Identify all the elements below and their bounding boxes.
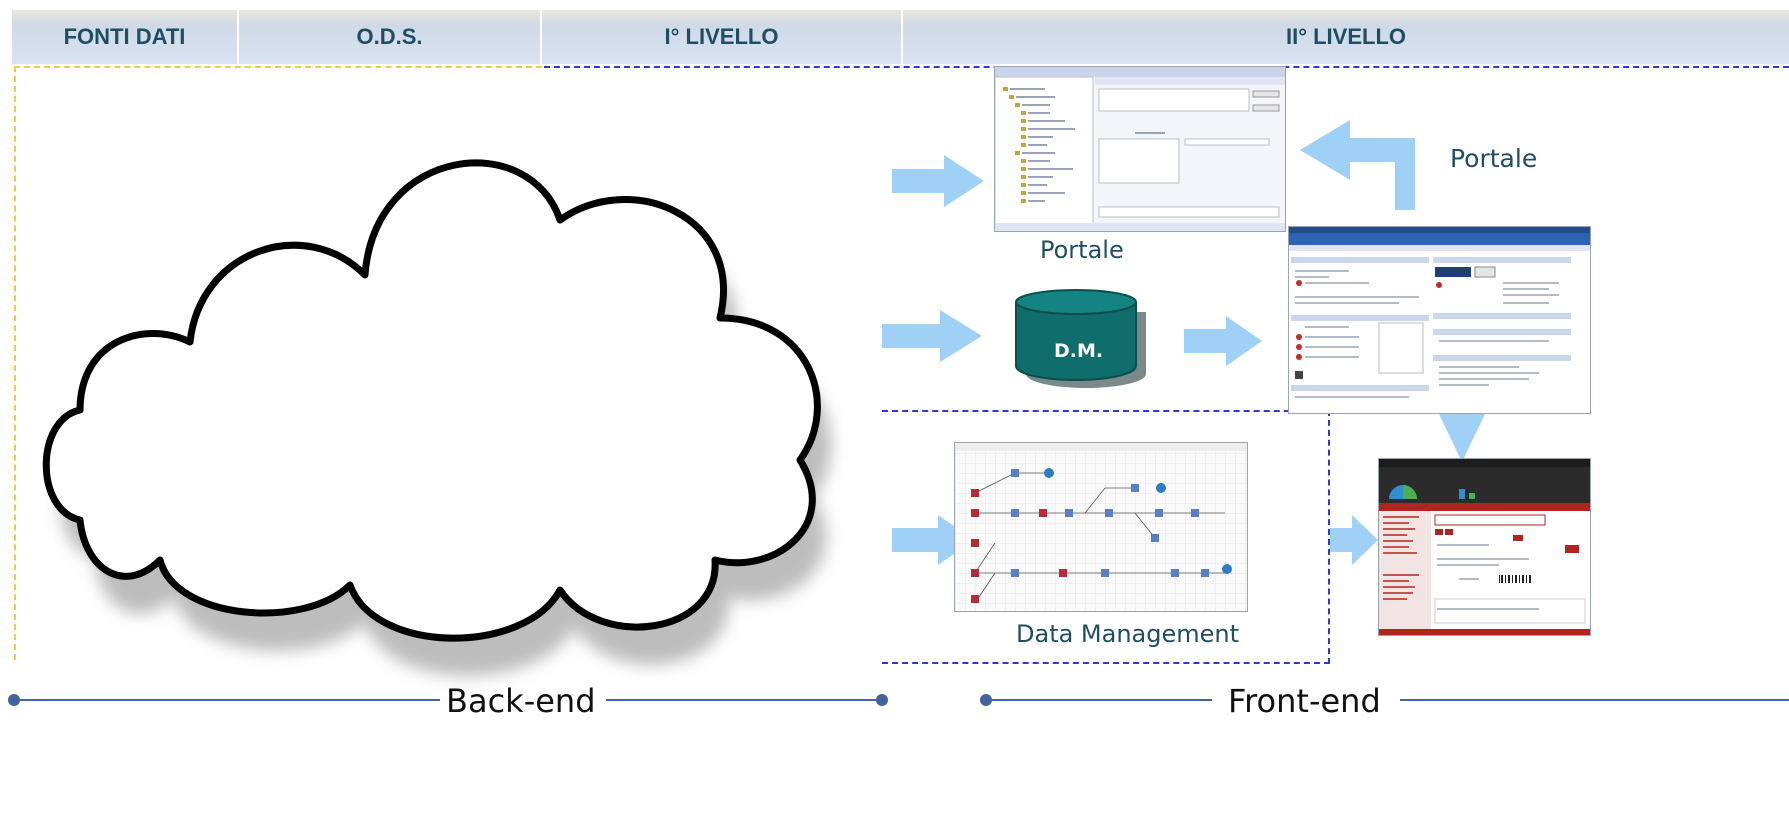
column-header-bar: FONTI DATI O.D.S. I° LIVELLO II° LIVELLO [12,10,1789,64]
arrow-right-icon [882,310,982,362]
backend-region-left-border [14,66,16,660]
backend-timeline [8,694,888,706]
dashboard-screenshot [1378,458,1591,636]
bent-arrow-icon [1300,120,1415,210]
database-icon [1015,289,1146,388]
data-management-label: Data Management [1016,620,1240,648]
arrow-right-icon [1184,316,1262,366]
arrow-down-icon [1438,412,1486,462]
header-secondo-livello: II° LIVELLO [1285,24,1407,49]
arrow-right-icon [892,515,974,565]
header-primo-livello: I° LIVELLO [542,10,903,64]
data-management-region [882,410,1330,664]
frontend-label: Front-end [1228,682,1381,720]
frontend-timeline [980,694,1789,706]
data-management-screenshot [954,442,1248,612]
portale-label: Portale [1040,236,1124,264]
header-ods: O.D.S. [239,10,542,64]
arrow-right-icon [892,155,984,207]
regional-portal-screenshot [1288,226,1591,414]
right-portale-label: Portale [1450,144,1538,173]
arrow-right-icon [1330,515,1378,565]
backend-label: Back-end [446,682,596,720]
dm-label: D.M. [1054,340,1104,362]
portale-screenshot [994,66,1286,232]
header-fonti-dati: FONTI DATI [12,10,239,64]
cloud-icon [42,159,832,677]
backend-region-top-border [14,66,542,68]
